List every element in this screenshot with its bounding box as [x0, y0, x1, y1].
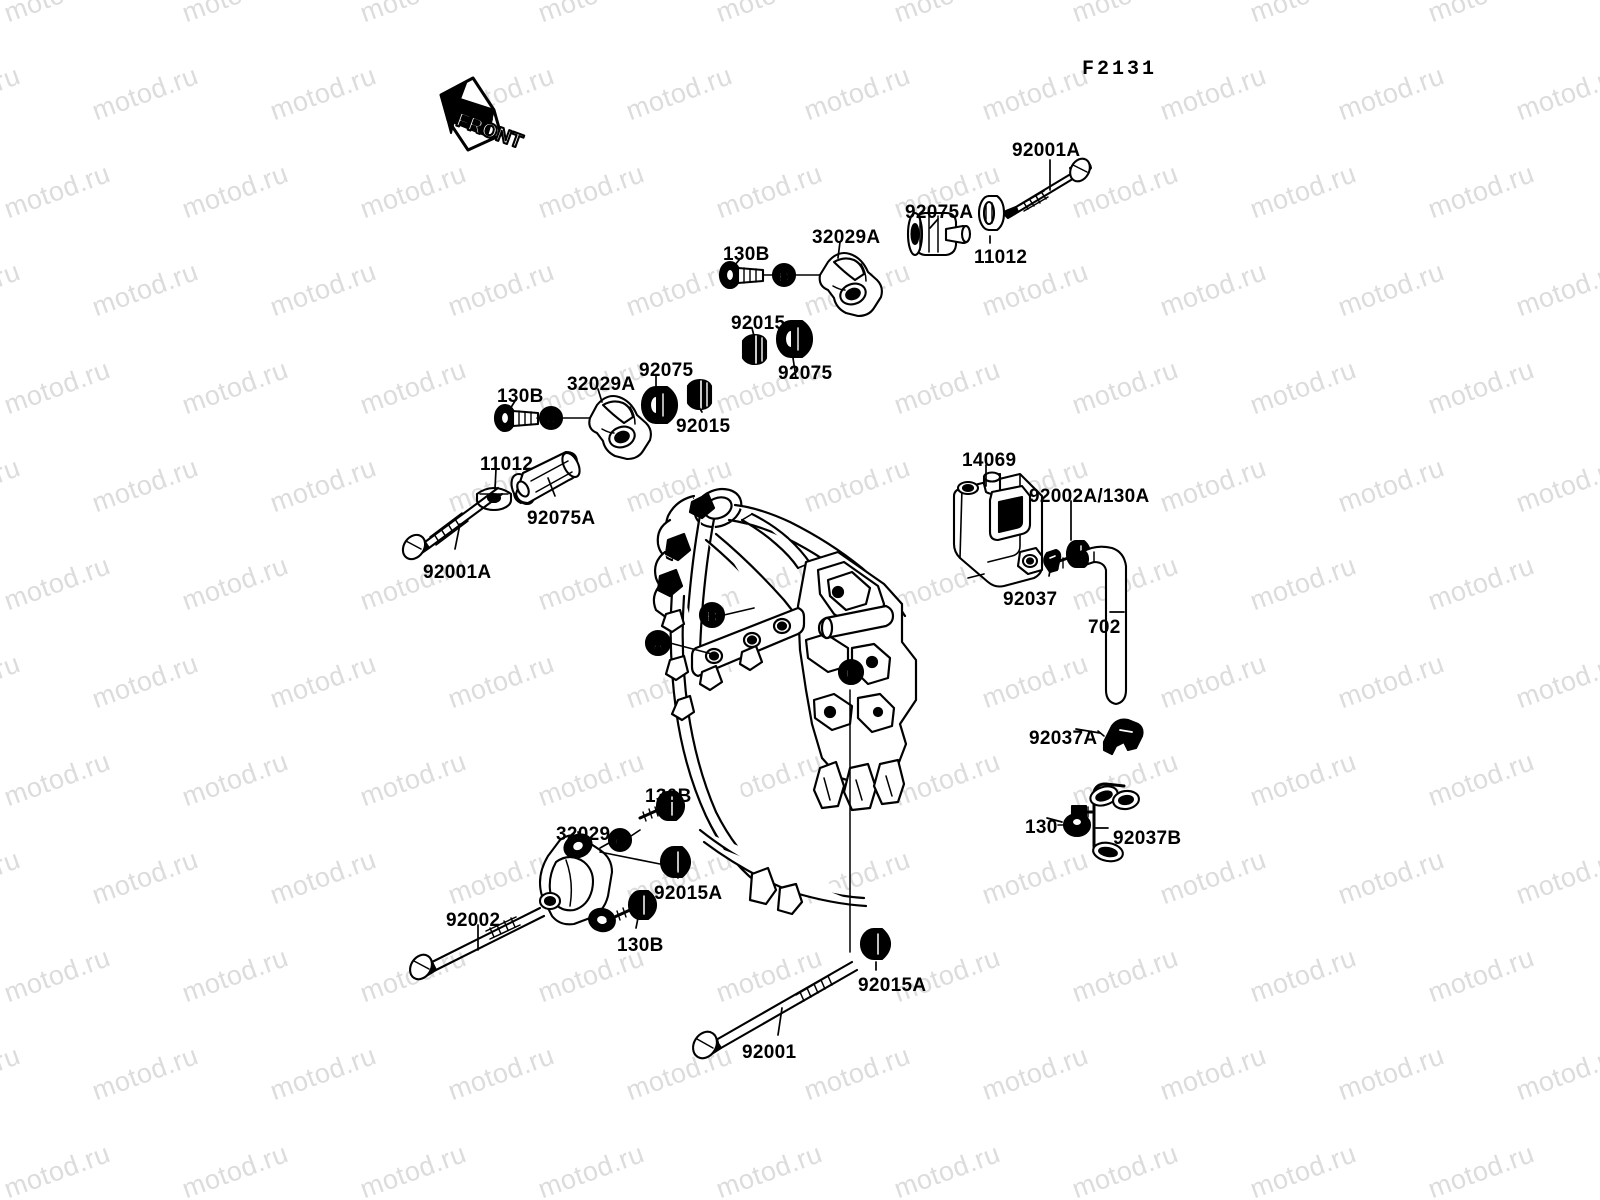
part-label-nut-92015: 92015 [676, 416, 731, 437]
part-label-clamp-92037: 92037 [1003, 589, 1058, 610]
part-label-nut-92015A: 92015A [858, 975, 927, 996]
part-32029A-upper [818, 251, 883, 318]
part-label-bolt-130: 130 [1025, 817, 1058, 838]
part-label-bolt-washer-92002A130A: 92002A/130A [1029, 486, 1150, 507]
part-92075A-middle [510, 450, 581, 506]
part-92015A-bottom [859, 927, 892, 961]
part-92001-bottom [692, 960, 859, 1060]
part-label-bolt-flanged-130B: 130B [723, 244, 770, 265]
callout-A-frame: A [644, 629, 713, 657]
part-label-damper-92075: 92075 [778, 363, 833, 384]
part-130B-lower-top [638, 790, 686, 822]
svg-text:C: C [845, 666, 857, 683]
part-92002-bolt [409, 906, 546, 981]
leader-lines [454, 159, 1125, 1036]
part-92015A-lower [599, 845, 692, 879]
callout-A-middle: A [538, 405, 591, 431]
svg-text:B: B [706, 609, 718, 626]
front-arrow-icon: FRONT [439, 76, 527, 154]
part-label-damper-92075A: 92075A [905, 202, 974, 223]
part-92015-middle [686, 378, 713, 411]
part-92001A-upper [1004, 157, 1093, 220]
part-label-reservoir-tank-14069: 14069 [962, 450, 1017, 471]
part-14069-reservoir [952, 471, 1044, 588]
part-92037B-clamp [1089, 782, 1140, 863]
part-92015-upper [741, 333, 768, 366]
part-label-bolt-92002: 92002 [446, 910, 501, 931]
part-label-hose-702: 702 [1088, 617, 1121, 638]
part-label-bolt-flanged-130B: 130B [645, 786, 692, 807]
part-label-bolt-flanged-130B: 130B [497, 386, 544, 407]
part-label-bolt-92001A: 92001A [1012, 140, 1081, 161]
motorcycle-frame [652, 487, 918, 916]
part-32029-bracket [538, 833, 616, 933]
part-92001A-middle [401, 486, 504, 561]
part-label-cap-11012: 11012 [974, 247, 1028, 268]
callout-C-frame: C [837, 658, 865, 686]
part-label-nut-92015A: 92015A [654, 883, 723, 904]
part-label-bracket-engine-32029: 32029 [556, 824, 611, 845]
part-92037A-clamp [1097, 718, 1144, 756]
part-label-bracket-engine-32029A: 32029A [812, 227, 881, 248]
part-label-bolt-92001: 92001 [742, 1042, 797, 1063]
part-label-damper-92075: 92075 [639, 360, 694, 381]
part-label-nut-92015: 92015 [731, 313, 786, 334]
part-label-damper-92075A: 92075A [527, 508, 596, 529]
callout-B-frame: B [698, 601, 755, 629]
part-11012-upper [977, 194, 1006, 232]
callout-B-upper: B [771, 262, 821, 288]
svg-text:B: B [779, 269, 790, 286]
callout-C-lower: C [599, 827, 641, 853]
part-label-bracket-engine-32029A: 32029A [567, 374, 636, 395]
part-92075-middle [640, 385, 679, 425]
part-130B-upper [718, 260, 774, 290]
part-label-cap-11012: 11012 [480, 454, 534, 475]
part-label-bolt-92001A: 92001A [423, 562, 492, 583]
svg-text:A: A [652, 637, 664, 654]
diagram-id: F2131 [1082, 58, 1158, 81]
part-130B-middle [493, 403, 540, 433]
part-92075-upper [775, 319, 814, 359]
part-label-bolt-flanged-130B: 130B [617, 935, 664, 956]
svg-text:C: C [615, 834, 626, 851]
part-label-clamp-92037B: 92037B [1113, 828, 1182, 849]
part-label-clamp-92037A: 92037A [1029, 728, 1098, 749]
part-92075A-upper [906, 211, 972, 257]
svg-text:A: A [546, 412, 557, 429]
part-130-bolt [1057, 804, 1094, 838]
part-130B-lower-bottom [606, 889, 658, 924]
part-32029A-middle [588, 394, 652, 461]
part-702-hose [1076, 545, 1128, 706]
